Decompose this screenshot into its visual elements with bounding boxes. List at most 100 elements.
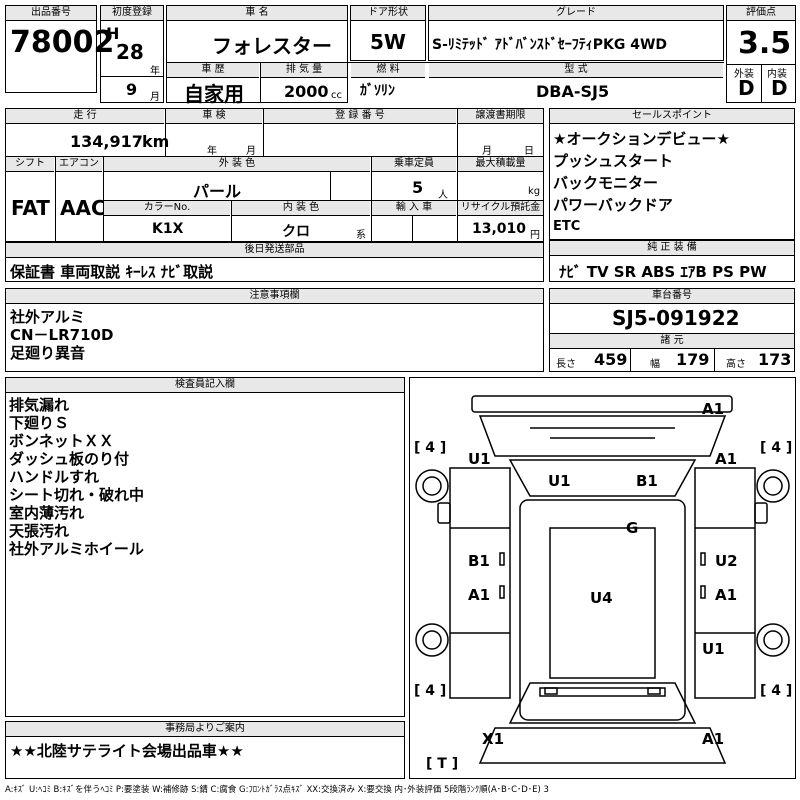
color-no: K1X xyxy=(152,221,184,237)
tire-front-left: [ 4 ] xyxy=(414,440,447,456)
reg-month: 9 xyxy=(126,80,138,99)
year-unit: 年 xyxy=(150,66,160,77)
parts-box xyxy=(5,242,544,282)
inspector-line: 下廻りＳ xyxy=(9,414,70,432)
inspector-line: 社外アルミホイール xyxy=(9,540,144,558)
office-box xyxy=(5,721,405,779)
inspector-line: 排気漏れ xyxy=(9,396,70,414)
month-unit: 月 xyxy=(150,92,160,103)
inspector-line: 室内薄汚れ xyxy=(9,504,85,522)
length-label: 長さ xyxy=(556,359,576,370)
car-outline xyxy=(415,395,790,764)
inspector-line: ダッシュ板のり付 xyxy=(9,450,130,468)
interior-label: 内装 xyxy=(767,69,787,80)
sales-point: プッシュスタート xyxy=(553,152,674,170)
note-line: 足廻り異音 xyxy=(10,344,86,362)
parts-text: 保証書 車両取説 ｷｰﾚｽ ﾅﾋﾞ取説 xyxy=(10,263,214,281)
shift: FAT xyxy=(11,196,50,220)
mileage-label: 走 行 xyxy=(6,109,164,124)
car-diagram: A1 U1 A1 U1 B1 G B1 U2 A1 U4 A1 U1 X1 A1… xyxy=(409,377,796,779)
first-reg-box xyxy=(100,5,164,103)
mark-left-front-fender: U1 xyxy=(468,450,491,468)
sales-point: ETC xyxy=(553,219,581,234)
int-color-unit: 系 xyxy=(356,230,366,241)
legend: A:ｷｽﾞ U:ﾍｺﾐ B:ｷｽﾞを伴うﾍｺﾐ P:要塗装 W:補修跡 S:錆 … xyxy=(5,785,549,795)
transfer-day-unit: 日 xyxy=(524,146,534,157)
office-text: ★★北陸サテライト会場出品車★★ xyxy=(10,742,244,760)
mark-right-front-door: U2 xyxy=(715,552,738,570)
exterior-label: 外装 xyxy=(734,69,754,80)
fuel-label: 燃 料 xyxy=(351,63,425,78)
car-name: フォレスター xyxy=(212,34,332,58)
int-color: クロ xyxy=(282,224,310,240)
door-type: 5W xyxy=(370,30,406,54)
exterior-grade: D xyxy=(738,76,755,100)
inspector-box xyxy=(5,377,405,717)
mark-right-rear-fender: U1 xyxy=(702,640,725,658)
mark-roof: U4 xyxy=(590,589,613,607)
lot-number: 78002 xyxy=(10,25,115,60)
mark-rear-bumper-right: A1 xyxy=(702,730,725,748)
notes-box xyxy=(5,288,544,372)
height-label: 高さ xyxy=(726,359,746,370)
history-label: 車 歴 xyxy=(167,63,259,78)
grade-label: グレード xyxy=(429,6,723,21)
mark-left-front-door: B1 xyxy=(468,552,490,570)
note-line: CN－LR710D xyxy=(10,326,114,344)
sales-box xyxy=(549,108,795,240)
recycle-label: リサイクル預託金 xyxy=(458,201,543,216)
ext-color-label: 外 装 色 xyxy=(104,157,370,172)
mark-front-bumper-right: A1 xyxy=(702,400,725,418)
car-name-box xyxy=(166,5,348,103)
mark-windshield-left: U1 xyxy=(548,472,571,490)
chassis-number: SJ5-091922 xyxy=(612,306,740,330)
spec-label: 諸 元 xyxy=(550,334,794,349)
recycle: 13,010 xyxy=(472,221,527,237)
tire-front-right: [ 4 ] xyxy=(760,440,793,456)
equip-box xyxy=(549,240,795,282)
mileage: 134,917 xyxy=(70,132,143,151)
tire-rear-right: [ 4 ] xyxy=(760,683,793,699)
car-name-label: 車 名 xyxy=(167,6,347,21)
max-load-label: 最大積載量 xyxy=(458,157,543,172)
import-label: 輸 入 車 xyxy=(372,201,456,216)
chassis-label: 車台番号 xyxy=(550,289,794,304)
reg-no-label: 登 録 番 号 xyxy=(264,109,456,124)
length: 459 xyxy=(594,350,628,369)
era: H xyxy=(106,24,120,43)
inspector-line: 天張汚れ xyxy=(9,522,70,540)
score: 3.5 xyxy=(738,26,792,61)
insp-month-unit: 月 xyxy=(246,146,256,157)
int-color-label: 内 装 色 xyxy=(232,201,370,216)
score-label: 評価点 xyxy=(727,6,795,21)
recycle-unit: 円 xyxy=(530,230,540,241)
sales-point: バックモニター xyxy=(553,174,659,192)
fuel: ｶﾞｿﾘﾝ xyxy=(360,83,395,99)
width: 179 xyxy=(676,350,710,369)
model: DBA-SJ5 xyxy=(536,82,610,101)
capacity: 5 xyxy=(412,178,424,197)
mark-right-rear-door: A1 xyxy=(715,586,738,604)
sales-point: ★オークションデビュー★ xyxy=(553,130,730,148)
inspector-line: ボンネットＸＸ xyxy=(9,432,114,450)
notes-label: 注意事項欄 xyxy=(6,289,543,304)
shift-label: シフト xyxy=(6,157,54,172)
note-line: 社外アルミ xyxy=(10,308,85,326)
spare-tire: [ T ] xyxy=(426,756,459,772)
inspector-line: シート切れ・破れ中 xyxy=(9,486,145,504)
notes-lines: 社外アルミ CN－LR710D 足廻り異音 xyxy=(10,308,113,362)
ext-color: パール xyxy=(193,182,242,201)
max-load-unit: kg xyxy=(528,186,541,197)
sales-label: セールスポイント xyxy=(550,109,794,124)
equip-label: 純 正 装 備 xyxy=(550,241,794,256)
displacement: 2000 xyxy=(284,82,329,101)
grade-box xyxy=(428,5,724,61)
insp-year-unit: 年 xyxy=(207,146,217,157)
transfer-month-unit: 月 xyxy=(482,146,492,157)
inspector-line: ハンドルすれ xyxy=(9,468,100,486)
sales-points: ★オークションデビュー★ プッシュスタート バックモニター パワーバックドア E… xyxy=(553,128,730,238)
mark-windshield-right: B1 xyxy=(636,472,658,490)
ac: AAC xyxy=(60,196,106,220)
capacity-unit: 人 xyxy=(438,190,448,201)
height: 173 xyxy=(758,350,792,369)
